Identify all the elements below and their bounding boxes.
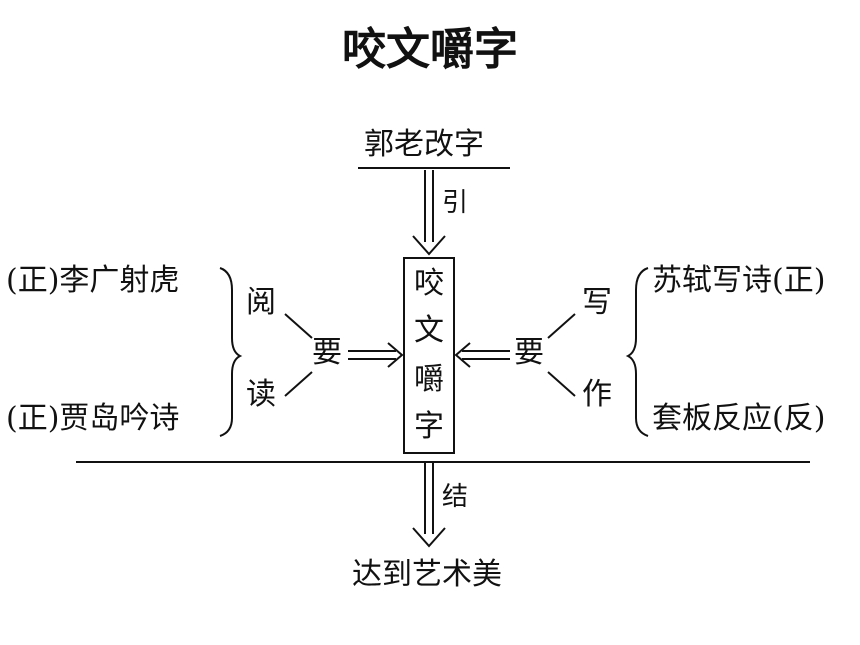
left-item-bottom-tag: (正) xyxy=(6,401,60,436)
left-double-arrow xyxy=(348,342,404,368)
left-junction: 要 xyxy=(312,335,342,370)
center-box: 咬 文 嚼 字 xyxy=(403,257,455,454)
center-box-char: 咬 xyxy=(414,266,444,301)
right-brace xyxy=(625,267,649,437)
left-diag-top xyxy=(284,313,313,339)
center-box-char: 嚼 xyxy=(414,362,444,397)
right-junction: 要 xyxy=(514,335,544,370)
left-item-top: (正)李广射虎 xyxy=(6,266,179,296)
left-item-top-tag: (正) xyxy=(6,263,60,298)
left-brace xyxy=(219,267,243,437)
right-item-bottom-text: 套板反应 xyxy=(652,401,772,436)
page-title: 咬文嚼字 xyxy=(342,24,518,75)
right-item-top: 苏轼写诗(正) xyxy=(652,266,825,296)
right-item-bottom: 套板反应(反) xyxy=(652,404,825,434)
top-arrow-label: 引 xyxy=(442,188,469,218)
left-branch-top: 阅 xyxy=(246,285,276,320)
center-box-char: 字 xyxy=(414,409,444,444)
left-diag-bottom xyxy=(284,371,313,397)
left-branch-bottom: 读 xyxy=(246,377,276,412)
right-item-bottom-tag: (反) xyxy=(772,401,826,436)
left-item-bottom-text: 贾岛吟诗 xyxy=(59,401,180,436)
conclusion: 达到艺术美 xyxy=(352,557,502,592)
right-item-top-text: 苏轼写诗 xyxy=(652,263,772,298)
right-double-arrow xyxy=(454,342,510,368)
top-source: 郭老改字 xyxy=(364,127,484,162)
right-item-top-tag: (正) xyxy=(772,263,826,298)
left-item-bottom: (正)贾岛吟诗 xyxy=(6,404,179,434)
right-diag-top xyxy=(547,313,576,339)
bottom-double-arrow xyxy=(412,463,446,548)
right-diag-bottom xyxy=(547,371,576,397)
left-item-top-text: 李广射虎 xyxy=(59,263,180,298)
right-branch-top: 写 xyxy=(582,285,612,320)
right-branch-bottom: 作 xyxy=(582,377,612,412)
top-double-arrow xyxy=(412,170,446,256)
bottom-arrow-label: 结 xyxy=(442,482,469,512)
center-box-char: 文 xyxy=(414,313,444,348)
